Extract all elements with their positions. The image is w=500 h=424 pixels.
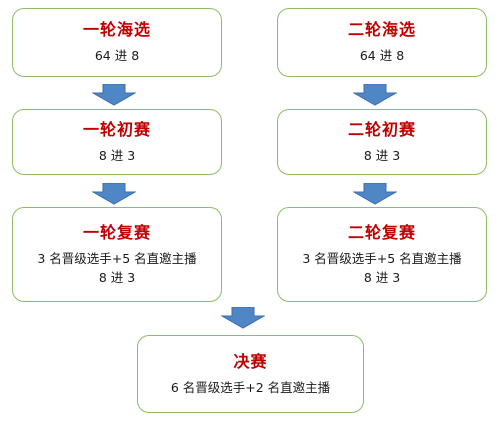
right-round-audition-detail: 64 进 8 bbox=[359, 48, 405, 63]
left-round-rematch-detail-1: 3 名晋级选手+5 名直邀主播 bbox=[37, 250, 197, 266]
down-arrow-icon bbox=[92, 183, 136, 205]
left-round-rematch-box: 一轮复赛 3 名晋级选手+5 名直邀主播 8 进 3 bbox=[12, 207, 222, 302]
left-round-rematch-detail-2: 8 进 3 bbox=[98, 269, 136, 285]
down-arrow-icon bbox=[92, 84, 136, 106]
final-round-detail: 6 名晋级选手+2 名直邀主播 bbox=[170, 379, 331, 395]
right-round-prelim-box: 二轮初赛 8 进 3 bbox=[277, 109, 487, 175]
down-arrow-icon bbox=[353, 183, 397, 205]
right-round-rematch-detail-1: 3 名晋级选手+5 名直邀主播 bbox=[302, 250, 462, 266]
final-round-box: 决赛 6 名晋级选手+2 名直邀主播 bbox=[137, 335, 364, 413]
left-round-prelim-detail: 8 进 3 bbox=[98, 147, 136, 163]
right-round-rematch-title: 二轮复赛 bbox=[347, 222, 416, 242]
down-arrow-icon bbox=[353, 84, 397, 106]
right-round-rematch-detail-2: 8 进 3 bbox=[363, 269, 401, 285]
left-round-prelim-box: 一轮初赛 8 进 3 bbox=[12, 109, 222, 175]
right-round-audition-title: 二轮海选 bbox=[347, 20, 416, 39]
left-round-audition-box: 一轮海选 64 进 8 bbox=[12, 8, 222, 77]
down-arrow-icon bbox=[221, 307, 265, 329]
left-round-rematch-title: 一轮复赛 bbox=[82, 222, 151, 242]
right-round-audition-box: 二轮海选 64 进 8 bbox=[277, 8, 487, 77]
right-round-prelim-detail: 8 进 3 bbox=[363, 147, 401, 163]
left-round-prelim-title: 一轮初赛 bbox=[82, 119, 151, 139]
left-round-audition-title: 一轮海选 bbox=[82, 20, 151, 39]
left-round-audition-detail: 64 进 8 bbox=[94, 48, 140, 63]
final-round-title: 决赛 bbox=[233, 351, 268, 371]
right-round-rematch-box: 二轮复赛 3 名晋级选手+5 名直邀主播 8 进 3 bbox=[277, 207, 487, 302]
right-round-prelim-title: 二轮初赛 bbox=[347, 119, 416, 139]
